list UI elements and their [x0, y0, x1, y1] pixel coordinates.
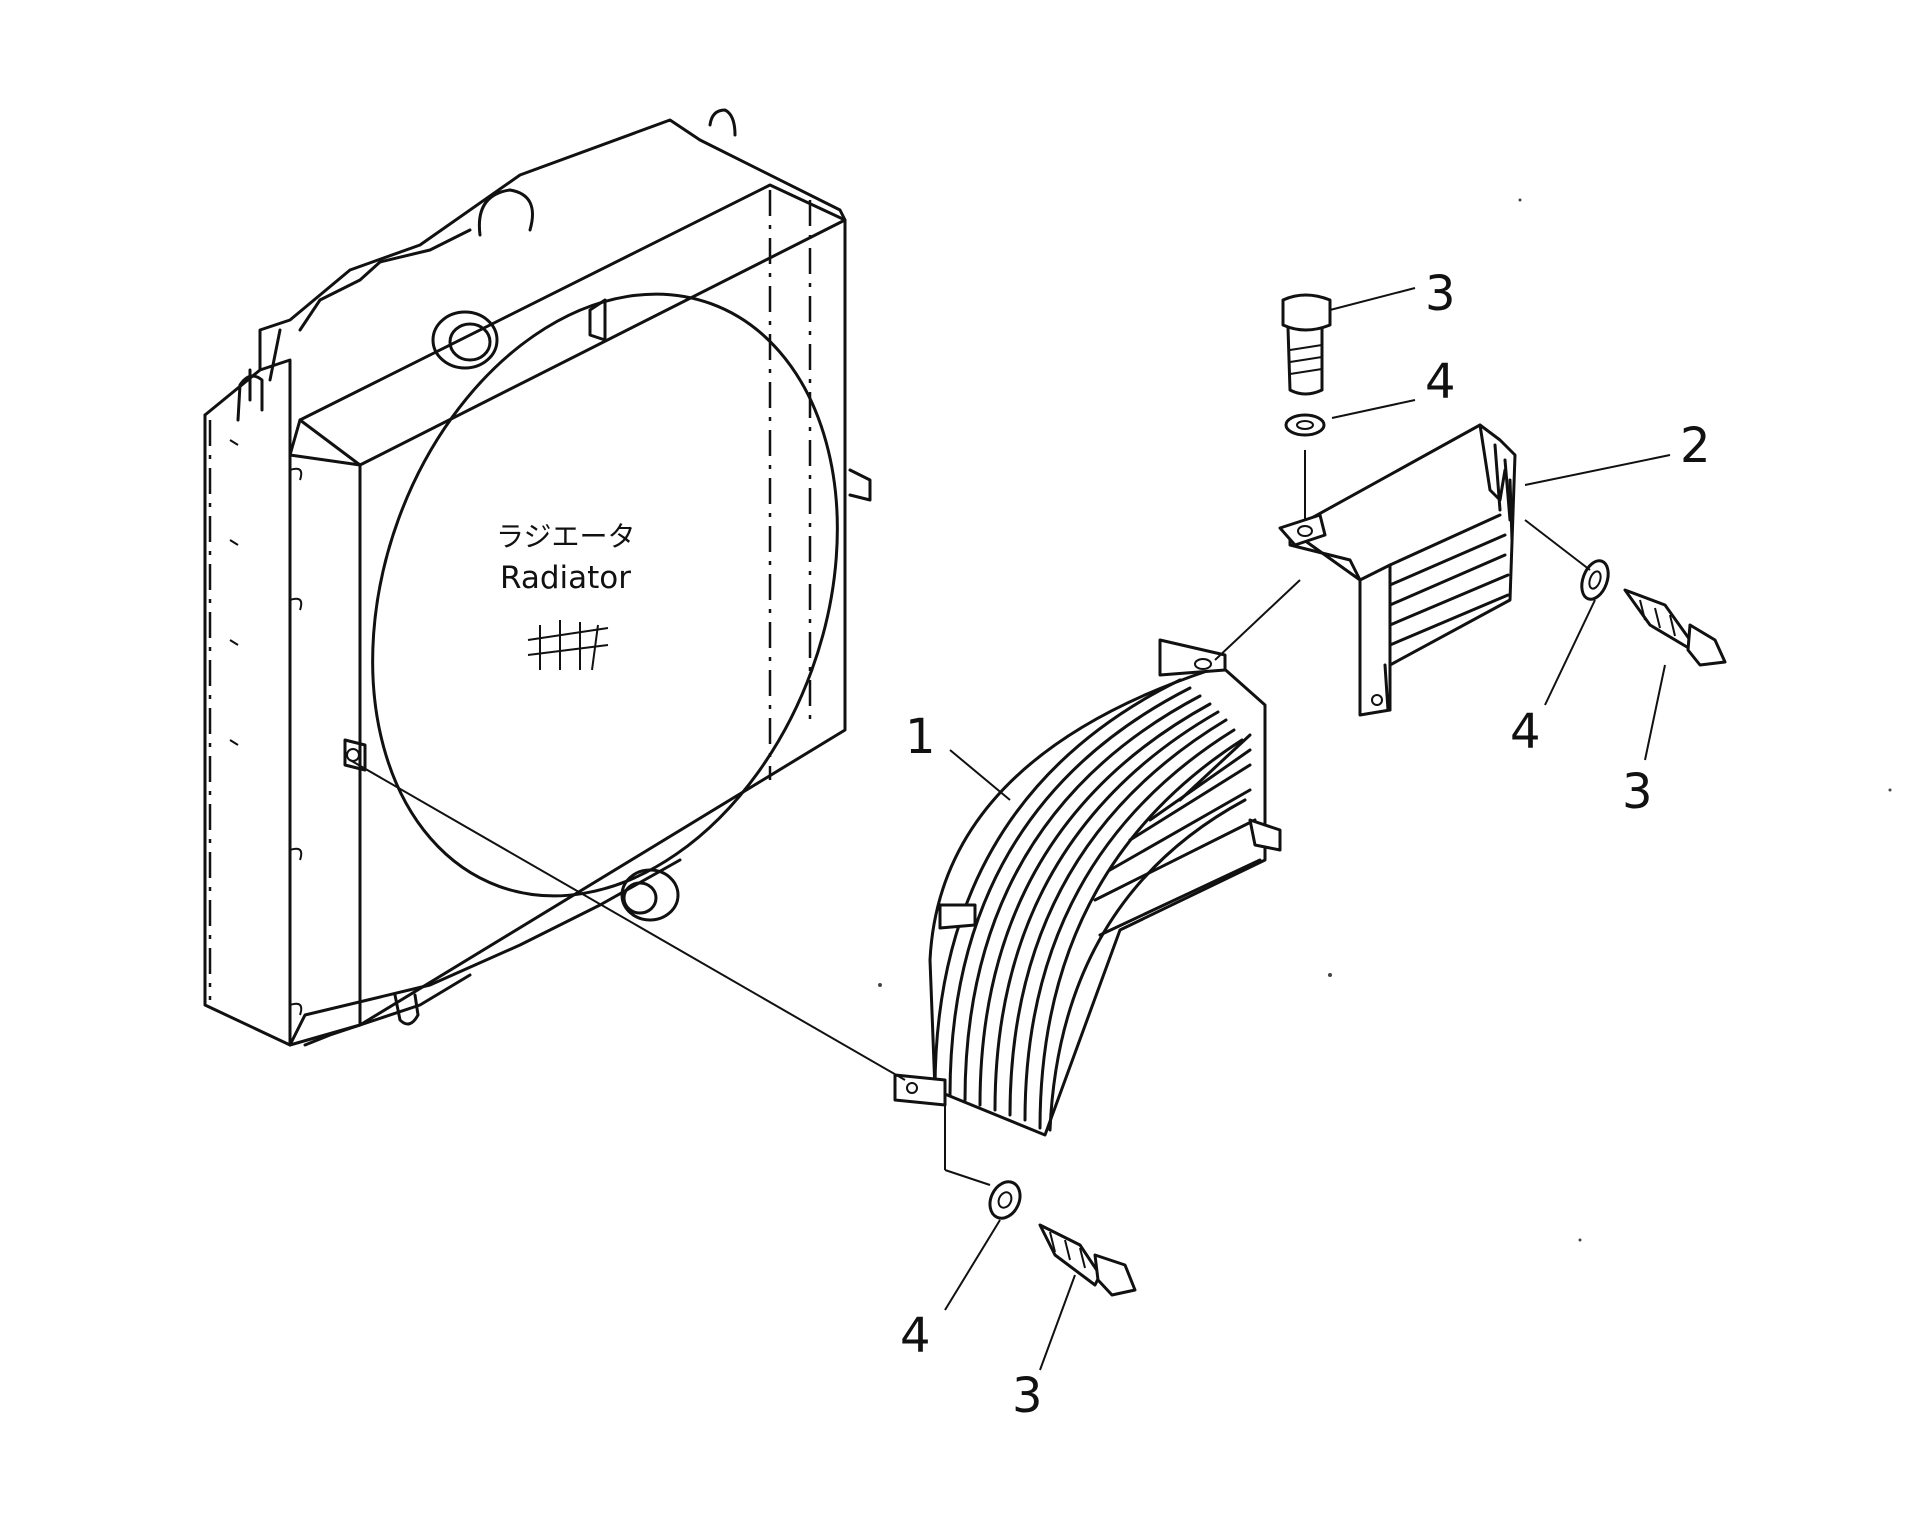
radiator-assembly: ラジエータ Radiator	[203, 108, 872, 1047]
upper-bolt-assembly	[1281, 293, 1332, 520]
lower-bolt-assembly	[988, 1180, 1137, 1297]
bolt-icon	[1281, 293, 1332, 332]
bolt-icon	[1038, 1223, 1102, 1287]
washer-icon	[1580, 559, 1610, 601]
callout-4-top: 4	[1425, 354, 1456, 410]
fan-shroud-part-2	[1278, 423, 1517, 717]
callout-2: 2	[1680, 418, 1711, 474]
callout-1: 1	[905, 709, 936, 765]
fan-shroud-part-1	[893, 638, 1282, 1137]
callout-numbers: 1 2 3 4 4 3 4 3	[900, 266, 1711, 1424]
radiator-label-jp: ラジエータ	[496, 520, 635, 553]
hatch-mark-icon	[527, 620, 609, 671]
scan-specks	[878, 198, 1892, 1242]
radiator-cap-icon	[477, 188, 534, 237]
radiator-label-en: Radiator	[500, 560, 631, 596]
callout-3-top: 3	[1425, 266, 1456, 322]
right-bolt-assembly	[1580, 559, 1727, 667]
callout-4-right: 4	[1510, 704, 1541, 760]
washer-icon	[988, 1180, 1022, 1220]
assembly-lines	[349, 287, 1671, 1371]
callout-3-bottom: 3	[1012, 1368, 1043, 1424]
callout-4-bottom: 4	[900, 1308, 931, 1364]
callout-3-right: 3	[1622, 764, 1653, 820]
washer-icon	[1284, 413, 1326, 437]
